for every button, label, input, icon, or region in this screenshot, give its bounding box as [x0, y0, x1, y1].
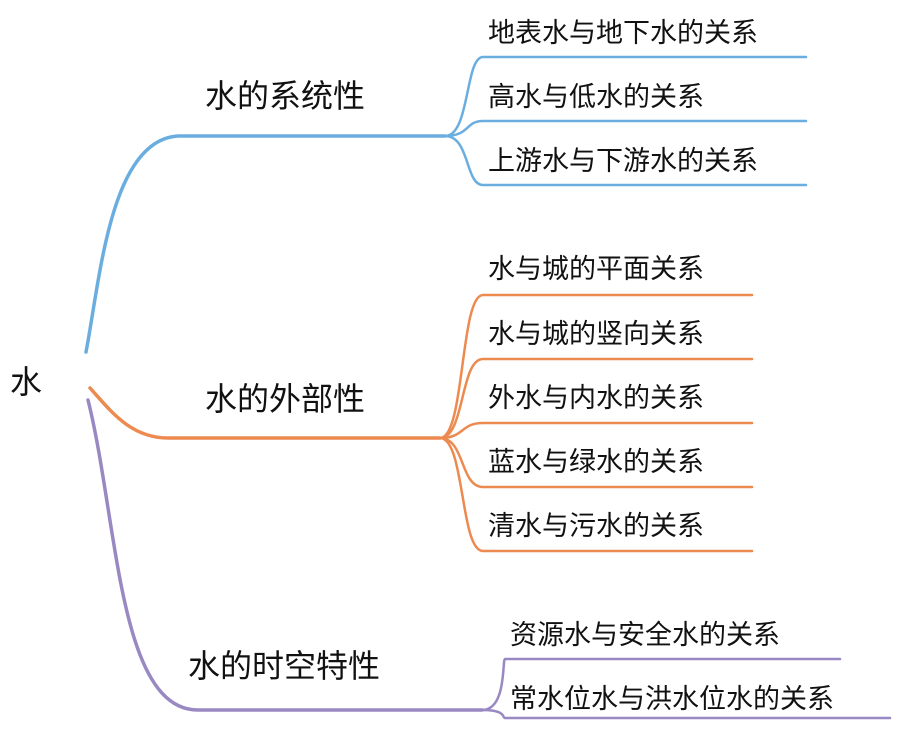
branch-link — [88, 386, 442, 440]
leaf-link — [438, 293, 754, 440]
leaf-label: 高水与低水的关系 — [488, 82, 704, 113]
branch-link — [84, 134, 447, 354]
leaf-link — [438, 436, 754, 489]
leaf-label: 常水位水与洪水位水的关系 — [510, 684, 834, 715]
leaf-label: 上游水与下游水的关系 — [488, 146, 758, 177]
leaf-label: 资源水与安全水的关系 — [510, 620, 780, 651]
leaf-link — [443, 134, 808, 187]
branch-label-system: 水的系统性 — [205, 77, 366, 115]
root-node-label: 水 — [10, 363, 43, 401]
leaf-link — [443, 55, 808, 138]
leaf-link — [438, 357, 754, 440]
branch-label-spatiotemporal: 水的时空特性 — [188, 647, 381, 685]
leaf-label: 地表水与地下水的关系 — [488, 18, 758, 49]
leaf-label: 外水与内水的关系 — [488, 383, 704, 414]
leaf-link — [438, 436, 754, 553]
leaf-link — [480, 708, 892, 720]
leaf-label: 蓝水与绿水的关系 — [488, 447, 704, 478]
leaf-label: 清水与污水的关系 — [488, 511, 704, 542]
branch-link — [86, 398, 484, 712]
leaf-label: 水与城的竖向关系 — [488, 319, 704, 350]
leaf-link — [480, 657, 842, 712]
leaf-link — [438, 421, 754, 440]
branch-label-external: 水的外部性 — [205, 380, 366, 418]
leaf-label: 水与城的平面关系 — [488, 254, 704, 285]
leaf-link — [443, 119, 808, 138]
